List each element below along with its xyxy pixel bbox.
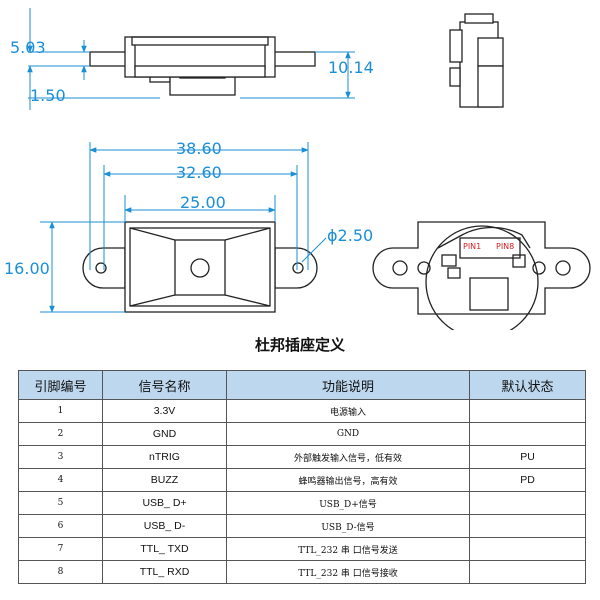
dim-side-height: 10.14	[328, 58, 374, 77]
side-view	[89, 36, 316, 96]
pin-number: 6	[18, 514, 103, 538]
signal-name: BUZZ	[102, 468, 227, 492]
pin-number: 3	[18, 445, 103, 469]
default-state	[469, 422, 586, 446]
function-desc: USB_D+信号	[226, 491, 470, 515]
pin-number: 7	[18, 537, 103, 561]
table-row: 6 USB_ D- USB_D-信号	[18, 514, 586, 538]
table-row: 7 TTL_ TXD TTL_232 串 口信号发送	[18, 537, 586, 561]
signal-name: TTL_ RXD	[102, 560, 227, 584]
pin-number: 4	[18, 468, 103, 492]
function-desc: 电源输入	[226, 399, 470, 423]
function-desc: TTL_232 串 口信号发送	[226, 537, 470, 561]
back-view	[372, 221, 591, 330]
default-state	[469, 399, 586, 423]
default-state	[469, 537, 586, 561]
end-view	[449, 13, 504, 108]
table-header-row: 引脚编号 信号名称 功能说明 默认状态	[18, 370, 586, 400]
dim-body-width: 25.00	[180, 193, 226, 212]
dim-hole-pitch: 32.60	[176, 163, 222, 182]
header-default-state: 默认状态	[469, 370, 586, 400]
pin-number: 5	[18, 491, 103, 515]
default-state	[469, 560, 586, 584]
section-title: 杜邦插座定义	[254, 336, 345, 354]
header-function: 功能说明	[226, 370, 470, 400]
function-desc: GND	[226, 422, 470, 446]
table-row: 3 nTRIG 外部触发输入信号，低有效 PU	[18, 445, 586, 469]
default-state: PU	[469, 445, 586, 469]
pcb-pin1-label: PIN1	[463, 242, 481, 251]
dim-hole-diameter: ϕ2.50	[327, 226, 373, 245]
function-desc: TTL_232 串 口信号接收	[226, 560, 470, 584]
signal-name: USB_ D+	[102, 491, 227, 515]
signal-name: nTRIG	[102, 445, 227, 469]
default-state	[469, 514, 586, 538]
table-row: 1 3.3V 电源输入	[18, 399, 586, 423]
function-desc: USB_D-信号	[226, 514, 470, 538]
header-pin-no: 引脚编号	[18, 370, 103, 400]
table-row: 8 TTL_ RXD TTL_232 串 口信号接收	[18, 560, 586, 584]
table-row: 5 USB_ D+ USB_D+信号	[18, 491, 586, 515]
pin-number: 8	[18, 560, 103, 584]
pin-number: 1	[18, 399, 103, 423]
side-dimension-lines	[27, 8, 355, 110]
function-desc: 蜂鸣器输出信号，高有效	[226, 468, 470, 492]
dim-side-flange: 1.50	[30, 86, 66, 105]
table-row: 2 GND GND	[18, 422, 586, 446]
mechanical-drawing: 5.03 1.50 10.14	[4, 8, 591, 330]
pin-definition-table: 引脚编号 信号名称 功能说明 默认状态 1 3.3V 电源输入 2 GND GN…	[18, 370, 586, 584]
dim-side-thickness: 5.03	[10, 38, 46, 57]
front-view	[82, 221, 318, 313]
signal-name: 3.3V	[102, 399, 227, 423]
default-state	[469, 491, 586, 515]
signal-name: GND	[102, 422, 227, 446]
pin-number: 2	[18, 422, 103, 446]
table-row: 4 BUZZ 蜂鸣器输出信号，高有效 PD	[18, 468, 586, 492]
header-signal-name: 信号名称	[102, 370, 227, 400]
default-state: PD	[469, 468, 586, 492]
signal-name: TTL_ TXD	[102, 537, 227, 561]
front-dimension-lines	[40, 142, 327, 313]
pcb-pin8-label: PIN8	[496, 242, 514, 251]
dim-height: 16.00	[4, 259, 50, 278]
function-desc: 外部触发输入信号，低有效	[226, 445, 470, 469]
signal-name: USB_ D-	[102, 514, 227, 538]
dim-overall-width: 38.60	[176, 139, 222, 158]
